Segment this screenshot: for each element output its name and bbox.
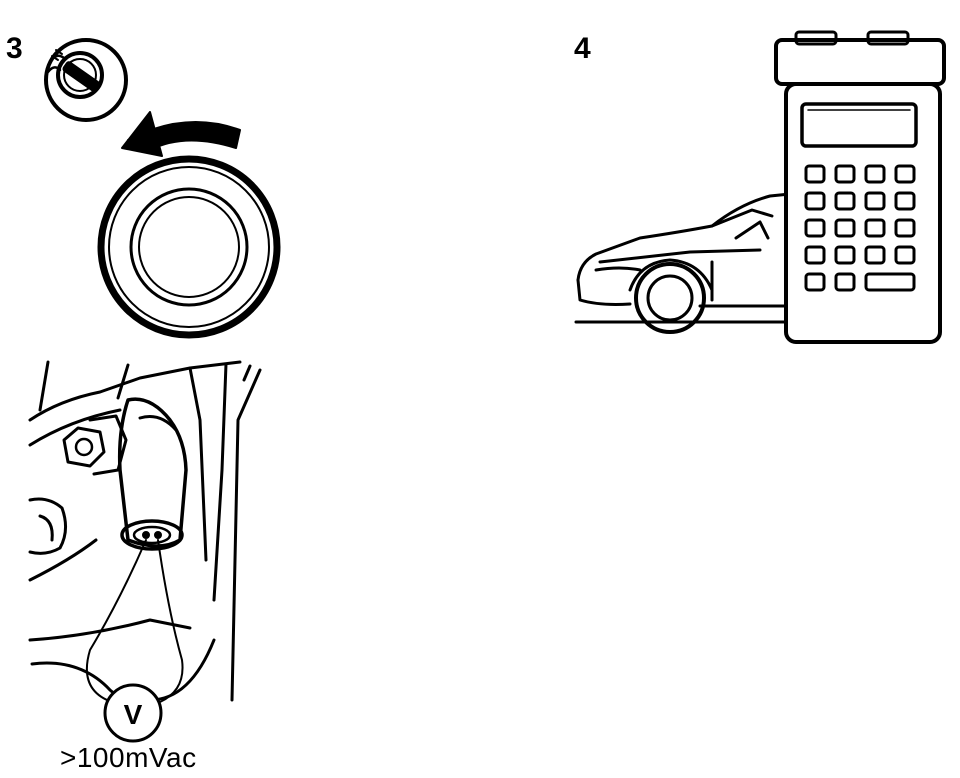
rotate-arrow-icon (121, 111, 241, 157)
ignition-key-icon (44, 38, 128, 122)
step-4-number: 4 (574, 32, 591, 65)
diagnostic-tester-icon (774, 30, 946, 344)
step-3-number: 3 (6, 32, 23, 65)
voltmeter-symbol: V (124, 699, 143, 730)
crank-pulley-icon (97, 155, 281, 339)
voltmeter-icon (103, 683, 163, 743)
voltage-reading: >100mVac (60, 742, 197, 773)
car-icon (574, 192, 792, 334)
sensor-connector-icon (28, 360, 262, 703)
